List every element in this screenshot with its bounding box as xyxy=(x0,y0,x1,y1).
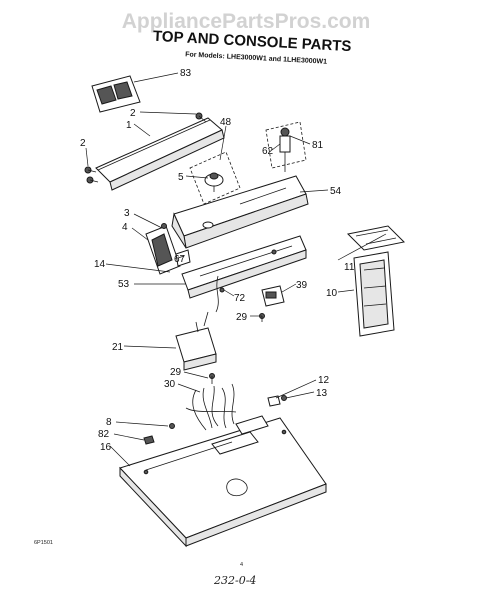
callout-5: 5 xyxy=(178,172,184,183)
part-82-nut xyxy=(143,435,155,445)
screw-29-upper xyxy=(259,313,265,322)
footer-code: 6P1501 xyxy=(34,540,53,546)
part-83-bracket xyxy=(91,75,141,113)
callout-21: 21 xyxy=(112,342,124,353)
callout-1: 1 xyxy=(126,120,132,131)
callout-2-top: 2 xyxy=(130,108,136,119)
callout-29-upper: 29 xyxy=(236,312,248,323)
part-13-screw xyxy=(281,395,287,401)
callout-67: 67 xyxy=(174,254,186,265)
callout-2-left: 2 xyxy=(80,138,86,149)
screw-29-lower xyxy=(209,373,215,384)
callout-10: 10 xyxy=(326,288,338,299)
part-11-handle xyxy=(346,225,406,251)
part-62-switch xyxy=(265,121,307,172)
callout-16: 16 xyxy=(100,442,112,453)
callout-39: 39 xyxy=(296,280,308,291)
part-10-door-panel xyxy=(353,251,395,337)
callout-83: 83 xyxy=(180,68,192,79)
screw-2-left xyxy=(84,166,99,184)
part-16-top-panel xyxy=(119,415,327,548)
callout-82: 82 xyxy=(98,429,110,440)
part-30-wire-harness xyxy=(185,383,237,431)
part-39-switch-block xyxy=(261,285,285,307)
watermark: AppliancePartsPros.com xyxy=(122,10,371,33)
leader-lines xyxy=(85,72,387,467)
callout-81: 81 xyxy=(312,140,324,151)
diagram-subtitle: For Models: LHE3000W1 and 1LHE3000W1 xyxy=(185,51,327,65)
part-54-console-top xyxy=(171,175,309,249)
footer-handwritten-note: 232-0-4 xyxy=(213,574,256,587)
callout-53: 53 xyxy=(118,279,130,290)
part-67-clip xyxy=(175,249,191,267)
part-21-timer xyxy=(175,311,217,371)
footer-page-number: 4 xyxy=(240,562,243,568)
callout-62: 62 xyxy=(262,146,274,157)
screw-2-top xyxy=(195,112,207,123)
callout-labels: 83 2 1 48 2 5 62 81 54 3 4 67 14 11 53 7… xyxy=(80,68,355,453)
part-12-clip xyxy=(267,395,281,407)
callout-11: 11 xyxy=(344,262,355,273)
part-8-fastener xyxy=(169,423,175,429)
callout-72: 72 xyxy=(234,293,246,304)
callout-4: 4 xyxy=(122,222,128,233)
callout-29-lower: 29 xyxy=(170,367,182,378)
callout-54: 54 xyxy=(330,186,342,197)
callout-30: 30 xyxy=(164,379,176,390)
callout-48: 48 xyxy=(220,117,232,128)
callout-8: 8 xyxy=(106,417,112,428)
callout-3: 3 xyxy=(124,208,130,219)
callout-13: 13 xyxy=(316,388,328,399)
part-1-console-panel xyxy=(95,117,225,191)
callout-14: 14 xyxy=(94,259,106,270)
part-53-console-rail xyxy=(181,235,307,299)
part-4-end-cap xyxy=(145,223,181,275)
callout-12: 12 xyxy=(318,375,330,386)
part-48-knob-bracket xyxy=(189,151,241,205)
